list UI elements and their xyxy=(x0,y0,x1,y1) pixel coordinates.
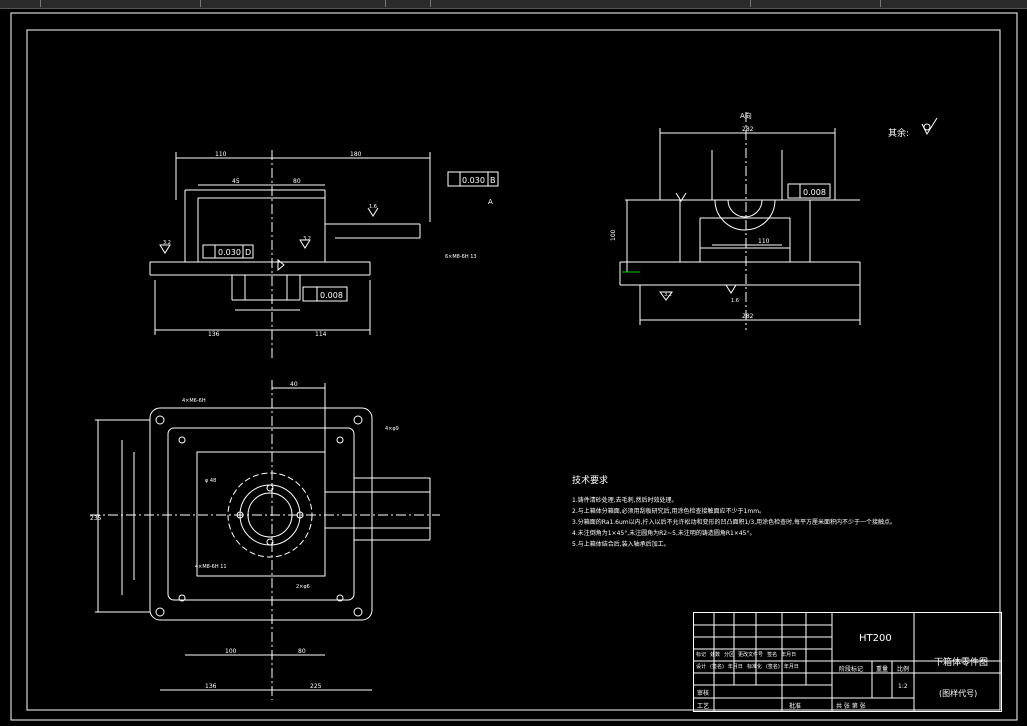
tol-perp-left-ref: D xyxy=(245,248,251,257)
tol-perp-left-value: 0.030 xyxy=(218,248,241,257)
dim-right-height: 100 xyxy=(610,229,617,241)
hole-note-1: 6×M8-6H 13 xyxy=(445,254,477,260)
approve-label: 批准 xyxy=(789,703,802,710)
dim-right-width: 110 xyxy=(758,238,770,245)
app-toolbar-strip xyxy=(0,0,1027,9)
hole-note-h3: 2×φ6 xyxy=(296,584,310,590)
row-cell: 年月日 xyxy=(727,664,743,670)
dim-bottom-right: 114 xyxy=(315,331,327,338)
view-mark-a: A xyxy=(488,198,493,206)
tolerance-perp-left xyxy=(202,244,254,259)
dim-plan-mid-right: 80 xyxy=(298,648,306,655)
row-cell: 标记 xyxy=(696,652,707,658)
tolerance-perp-right xyxy=(447,171,499,187)
row-cell: (签名) xyxy=(710,664,724,670)
hole-note-h1: 4×M6-6H xyxy=(182,398,206,404)
row-cell: 更改文件号 xyxy=(738,652,764,658)
plan-view xyxy=(95,383,431,691)
tol-flat-right-value: 0.008 xyxy=(803,188,826,197)
tol-perp-right-value: 0.030 xyxy=(462,176,485,185)
dim-right-bottom: 282 xyxy=(742,313,754,320)
tolerance-flat-mid xyxy=(302,286,348,302)
hole-note-h6: 4×M8-6H 11 xyxy=(195,564,227,570)
row-cell: 年月日 xyxy=(783,664,799,670)
row-cell: 签名 xyxy=(767,652,778,658)
dim-right-top: 282 xyxy=(742,126,754,133)
note-item: 5.与上箱体结合后,装入轴承后加工。 xyxy=(572,541,670,548)
row-cell: 标准化 xyxy=(746,664,762,670)
roughness-note-label: 其余: xyxy=(888,127,909,139)
row-cell: 设计 xyxy=(696,664,707,670)
material: HT200 xyxy=(859,633,892,644)
tol-flat-mid-value: 0.008 xyxy=(320,291,343,300)
dim-plan-left: 235 xyxy=(90,515,102,522)
row-header: 标记 处数 分区 更改文件号 签名 年月日 xyxy=(696,651,796,658)
check-label: 审核 xyxy=(697,690,710,697)
notes-title: 技术要求 xyxy=(572,476,609,486)
roughness-value-1: 3.2 xyxy=(163,240,171,246)
plan-holes xyxy=(155,415,363,617)
process-label: 工艺 xyxy=(697,703,710,710)
dim-plan-bottom-left: 136 xyxy=(205,683,217,690)
drawing-name: 下箱体零件图 xyxy=(934,658,989,668)
drawing-code: (图样代号) xyxy=(939,689,978,698)
row-cell: (签名) xyxy=(765,664,780,670)
roughness-value-5: 1.6 xyxy=(731,298,739,304)
row-cell: 年月日 xyxy=(781,652,797,658)
side-view-right xyxy=(619,128,861,325)
roughness-value-3: 1.6 xyxy=(369,204,377,210)
roughness-value-2: 3.2 xyxy=(303,236,311,242)
roughness-symbols xyxy=(159,207,379,272)
scale-label: 比例 xyxy=(897,666,910,673)
scale-value: 1:2 xyxy=(898,683,908,690)
section-label: A向 xyxy=(740,111,752,120)
tolerance-flat-right xyxy=(787,183,831,199)
note-item: 4.未注倒角为1×45°,未注圆角为R2~5,未注明的铸造圆角R1×45°。 xyxy=(572,530,756,537)
sheets-label: 共 张 第 张 xyxy=(836,703,866,710)
title-block-grid xyxy=(694,613,1001,711)
inner-frame xyxy=(26,29,1001,711)
weight-label: 重量 xyxy=(876,666,889,673)
stage-label: 阶段标记 xyxy=(839,666,864,673)
row-cell: 分区 xyxy=(724,652,735,658)
title-block: HT200 下箱体零件图 (图样代号) 阶段标记 重量 比例 1:2 共 张 第… xyxy=(693,612,1002,712)
outer-frame xyxy=(10,12,1018,721)
note-item: 2.与上箱体分箱面,必须用刮板研究后,用涂色检查接触面应不少于1mm。 xyxy=(572,508,766,515)
technical-requirements: 技术要求 1.铸件清砂处理,去毛刺,然后时效处理。 2.与上箱体分箱面,必须用刮… xyxy=(572,476,912,550)
roughness-value-4: 3.2 xyxy=(664,292,672,298)
row-design: 设计 (签名) 年月日 标准化 (签名) 年月日 xyxy=(696,663,799,670)
dim-top-right: 180 xyxy=(350,151,362,158)
note-item: 1.铸件清砂处理,去毛刺,然后时效处理。 xyxy=(572,497,678,504)
hole-note-h5: φ 48 xyxy=(205,478,216,484)
tol-perp-right-ref: B xyxy=(490,176,496,185)
hole-note-h4: 4×φ9 xyxy=(385,426,399,432)
row-cell: 处数 xyxy=(710,652,721,658)
dim-45: 45 xyxy=(232,178,240,185)
roughness-right xyxy=(659,192,737,301)
dim-bottom-left: 136 xyxy=(208,331,220,338)
dim-top-left: 110 xyxy=(215,151,227,158)
front-view-left xyxy=(149,152,431,335)
dim-plan-top: 40 xyxy=(290,381,298,388)
dim-plan-mid-left: 100 xyxy=(225,648,237,655)
note-item: 3.分箱面的Ra1.6um以内,拧入以后不允许松动和变形的凹凸面积1/3,用涂色… xyxy=(572,519,897,526)
dim-plan-bottom-right: 225 xyxy=(310,683,322,690)
dim-center: 80 xyxy=(293,178,301,185)
